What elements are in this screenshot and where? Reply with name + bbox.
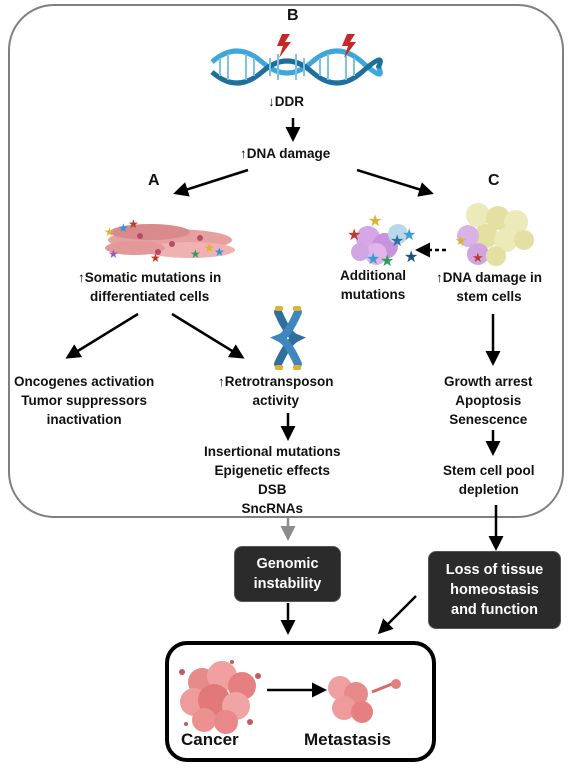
ddr-label: ↓DDR	[268, 94, 304, 109]
svg-text:★: ★	[347, 227, 361, 244]
panel-label-c: C	[488, 172, 500, 189]
svg-text:★: ★	[190, 247, 201, 261]
metastasis-label: Metastasis	[304, 730, 391, 749]
dna-damage-label: ↑DNA damage	[240, 146, 331, 161]
up-arrow-icon: ↑	[240, 146, 247, 161]
up-arrow-icon: ↑	[436, 270, 443, 285]
svg-text:★: ★	[380, 253, 394, 270]
chromosome-icon	[270, 306, 306, 370]
svg-text:★: ★	[402, 227, 416, 244]
panel-label-b: B	[287, 7, 299, 24]
cancer-label: Cancer	[181, 730, 239, 749]
svg-text:★: ★	[404, 249, 418, 266]
svg-text:★: ★	[108, 247, 119, 261]
down-arrow-icon: ↓	[268, 94, 275, 109]
retrotransposon-label: ↑Retrotransposon activity	[218, 374, 334, 408]
tumor-icon	[179, 660, 261, 734]
dna-damage-frame	[8, 4, 564, 518]
svg-text:★: ★	[472, 250, 484, 265]
svg-text:★: ★	[455, 233, 467, 248]
dna-helix-icon	[210, 48, 383, 86]
svg-text:★: ★	[104, 225, 115, 239]
mutated-cells-icon: ★ ★ ★ ★ ★ ★ ★	[347, 213, 418, 270]
svg-text:★: ★	[204, 241, 215, 255]
outcome-frame	[165, 641, 436, 762]
up-arrow-icon: ↑	[218, 374, 225, 389]
flow-arrows	[65, 118, 504, 698]
oncogenes-label: Oncogenes activation Tumor suppressors i…	[14, 374, 155, 427]
svg-text:★: ★	[366, 251, 380, 268]
genomic-instability-box: Genomic instability	[234, 546, 341, 602]
svg-text:★: ★	[118, 221, 129, 235]
panel-label-a: A	[148, 172, 160, 189]
stem-cell-damage-label: ↑DNA damage in stem cells	[436, 270, 543, 304]
svg-text:★: ★	[368, 213, 382, 230]
additional-mutations-label: Additional mutations	[340, 268, 406, 302]
svg-text:★: ★	[214, 245, 225, 259]
lightning-icon	[277, 34, 356, 58]
svg-text:★: ★	[390, 233, 404, 250]
differentiated-cells-icon: ★★ ★★ ★★ ★★	[104, 217, 235, 265]
metastasis-cell-icon	[328, 676, 401, 723]
retrotransposon-effects-label: Insertional mutations Epigenetic effects…	[204, 444, 341, 516]
stem-pool-depletion-label: Stem cell pool depletion	[443, 463, 535, 497]
somatic-mutations-label: ↑Somatic mutations in differentiated cel…	[78, 270, 222, 304]
growth-arrest-label: Growth arrest Apoptosis Senescence	[444, 374, 533, 427]
stem-cells-icon: ★ ★	[455, 203, 534, 266]
svg-text:★: ★	[150, 251, 161, 265]
svg-text:★: ★	[128, 217, 139, 231]
up-arrow-icon: ↑	[78, 270, 85, 285]
tissue-homeostasis-box: Loss of tissue homeostasis and function	[428, 551, 561, 629]
